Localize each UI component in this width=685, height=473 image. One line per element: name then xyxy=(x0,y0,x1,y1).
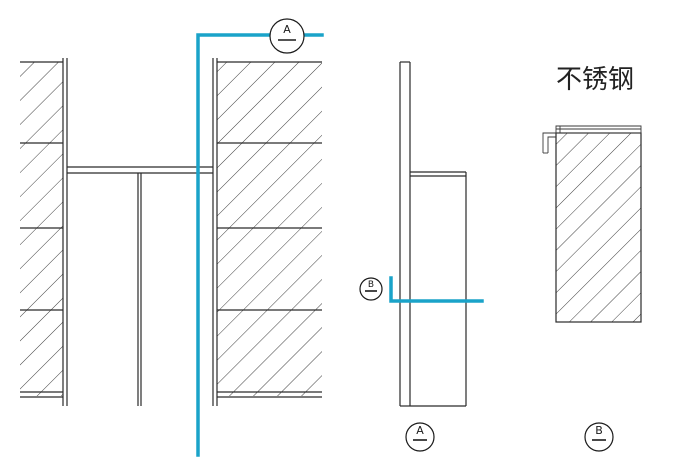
section-title-a: A xyxy=(405,422,435,452)
section-title-b: B xyxy=(584,422,614,452)
detail-block-hatch xyxy=(556,133,641,322)
right-wall-hatch xyxy=(217,62,322,396)
section-title-b-label: B xyxy=(595,424,603,437)
stainless-cap xyxy=(542,125,642,154)
section-marker-a-top-label: A xyxy=(283,23,291,36)
door-leaves xyxy=(137,173,142,406)
right-wall-joints xyxy=(217,61,322,398)
elevation-view: A xyxy=(20,18,324,457)
section-view-a: B A xyxy=(359,61,484,452)
section-marker-a-top: A xyxy=(269,18,305,54)
material-label: 不锈钢 xyxy=(556,65,634,95)
section-marker-b-side-label: B xyxy=(368,280,374,290)
section-view-b: 不锈钢 B xyxy=(542,65,642,452)
door-frame xyxy=(62,58,218,406)
section-cut-line-b xyxy=(389,276,484,303)
left-wall-joints xyxy=(20,61,63,398)
section-marker-b-side: B xyxy=(359,277,383,301)
section-title-a-label: A xyxy=(416,424,424,437)
left-wall-hatch xyxy=(20,62,63,396)
